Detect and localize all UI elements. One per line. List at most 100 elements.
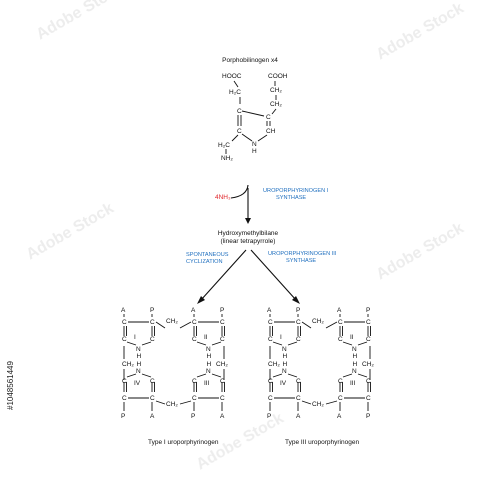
substituent: P: [121, 413, 125, 420]
carbon: C: [296, 336, 301, 343]
hydrogen: H: [353, 353, 358, 360]
ring-label: IV: [134, 380, 141, 387]
methylene-bridge: CH₂: [312, 401, 324, 408]
intermediate-name: Hydroxymethylbilane: [218, 230, 279, 237]
substituent: P: [296, 307, 300, 314]
substituent: A: [150, 413, 155, 420]
nh2-label: NH₂: [221, 155, 233, 162]
carbon: C: [296, 319, 301, 326]
branch-arrows: [197, 249, 300, 304]
bond: [272, 341, 283, 346]
substituent: A: [296, 413, 301, 420]
carbon: C: [192, 319, 197, 326]
substituent: P: [191, 413, 195, 420]
carbon: C: [268, 378, 273, 385]
ring-label: II: [350, 334, 354, 341]
bond: [179, 400, 192, 405]
methylene-bridge: CH₂: [216, 361, 228, 368]
bond: [155, 400, 166, 405]
carbon: C: [268, 336, 273, 343]
hydrogen: H: [137, 361, 142, 368]
bond: [342, 373, 353, 378]
carbon: C: [296, 395, 301, 402]
ring-c1: C: [237, 108, 242, 115]
carbon: C: [366, 378, 371, 385]
carbon: C: [268, 319, 273, 326]
bond: [342, 341, 353, 346]
bond: [211, 341, 222, 346]
watermark: Adobe Stock: [374, 220, 467, 284]
bond: [325, 400, 338, 405]
bond: [357, 373, 368, 378]
ring-c3: C: [237, 128, 242, 135]
carbon: C: [122, 336, 127, 343]
hydrogen: H: [207, 361, 212, 368]
hydrogen: H: [137, 353, 142, 360]
carbon: C: [192, 336, 197, 343]
nitrogen: N: [136, 368, 141, 375]
carbon: C: [296, 378, 301, 385]
carbon: C: [150, 319, 155, 326]
carbon: C: [192, 378, 197, 385]
carbon: C: [122, 395, 127, 402]
ring-n: N: [252, 141, 257, 148]
bond: [141, 341, 152, 346]
ring-label: III: [204, 380, 210, 387]
nitrogen: N: [136, 346, 141, 353]
carbon: C: [150, 395, 155, 402]
step1-arrow: [230, 184, 251, 224]
carbon: C: [338, 336, 343, 343]
ring-label: II: [204, 334, 208, 341]
carbon: C: [338, 378, 343, 385]
substituent: A: [337, 413, 342, 420]
type3-label: Type III uroporphyrinogen: [285, 439, 359, 446]
bond: [211, 373, 222, 378]
substituent: A: [220, 413, 225, 420]
methylene-bridge: CH₂: [166, 318, 178, 325]
title: Porphobilinogen x4: [222, 57, 278, 64]
branch-left-line2: CYCLIZATION: [186, 259, 223, 265]
enzyme-line2: SYNTHASE: [276, 195, 306, 201]
bond: [301, 400, 312, 405]
carbon: C: [366, 336, 371, 343]
hydrogen: H: [283, 361, 288, 368]
methylene-bridge: CH₂: [268, 361, 280, 368]
branch-right-line1: UROPORPHYRINOGEN III: [268, 251, 337, 257]
substituent: P: [267, 413, 271, 420]
carbon: C: [366, 395, 371, 402]
intermediate-subtitle: (linear tetrapyrrole): [221, 238, 276, 245]
watermark: Adobe Stock: [24, 200, 117, 264]
carbon: C: [338, 319, 343, 326]
carbon: C: [268, 395, 273, 402]
watermark: Adobe Stock: [374, 0, 467, 63]
bond: [301, 321, 312, 329]
reagent-nh3: 4NH₃: [215, 194, 231, 201]
methylene-bridge: CH₂: [122, 361, 134, 368]
bond: [126, 341, 137, 346]
hooc-label: HOOC: [222, 73, 242, 80]
ring-label: III: [350, 380, 356, 387]
substituent: P: [220, 307, 224, 314]
bond: [196, 373, 207, 378]
methylene-bridge: CH₂: [362, 361, 374, 368]
bond: [357, 341, 368, 346]
substituent: A: [191, 307, 196, 314]
ring-label: I: [280, 334, 282, 341]
nitrogen: N: [352, 368, 357, 375]
watermark: Adobe Stock: [34, 0, 127, 43]
pbg-structure: HOOC COOH H₂C CH₂ CH₂ C C C CH N H H₂C N…: [218, 73, 288, 162]
nitrogen: N: [206, 346, 211, 353]
carbon: C: [220, 319, 225, 326]
amine-ch2: H₂C: [218, 142, 230, 149]
ring-label: IV: [280, 380, 287, 387]
carbon: C: [220, 378, 225, 385]
carbon: C: [366, 319, 371, 326]
cooh-label: COOH: [268, 73, 288, 80]
nitrogen: N: [282, 346, 287, 353]
bond: [287, 341, 298, 346]
bond: [141, 373, 152, 378]
stock-id: #1048561449: [6, 361, 15, 410]
